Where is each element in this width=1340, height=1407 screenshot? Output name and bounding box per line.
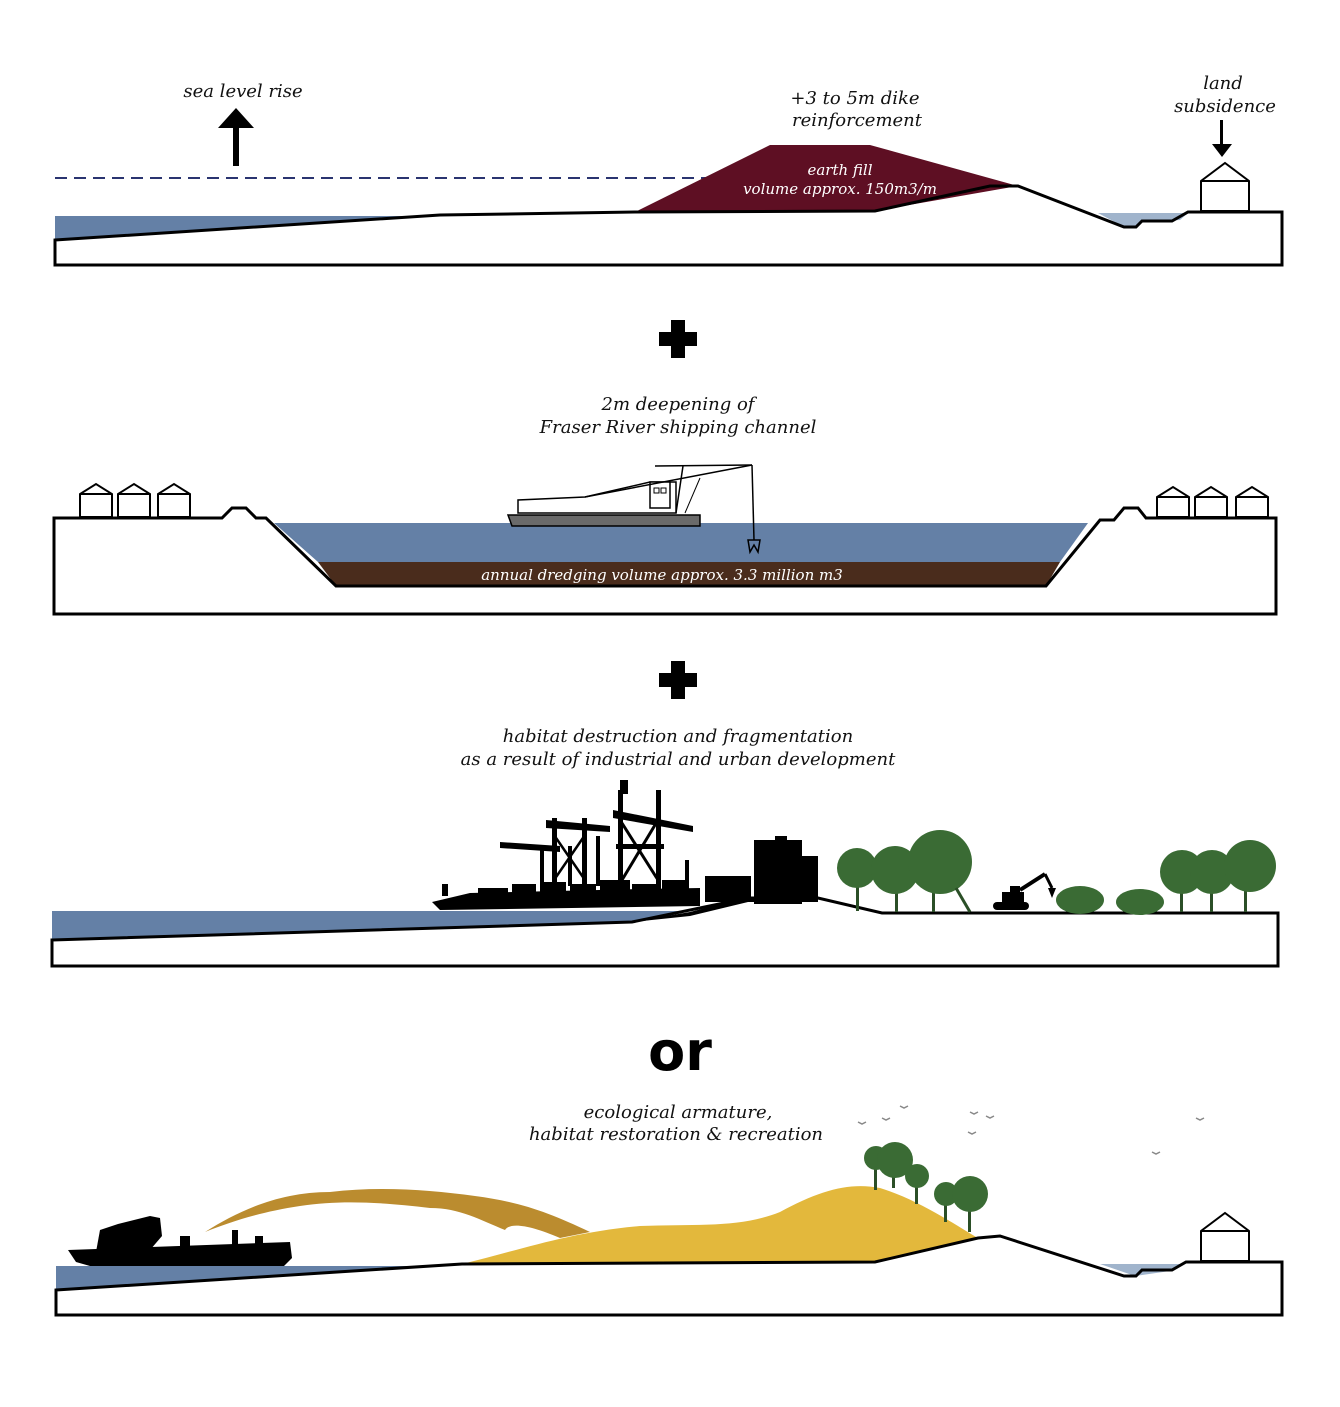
cargo-ship-icon <box>432 836 818 910</box>
house-icon <box>1156 485 1190 518</box>
house-icon <box>157 482 191 518</box>
bird-group <box>857 1105 1205 1155</box>
house-icon <box>1194 485 1228 518</box>
house-row-right <box>1156 485 1269 518</box>
tree-icon <box>877 1142 913 1188</box>
channel-water <box>274 523 1088 562</box>
tree-icon <box>1190 850 1234 912</box>
panel-3-habitat-destruction: habitat destruction and fragmentation as… <box>50 726 1280 968</box>
bird-icon <box>881 1117 891 1121</box>
sea-water-3 <box>52 911 690 940</box>
bird-icon <box>969 1111 979 1115</box>
plus-symbol-2 <box>659 661 697 699</box>
ecology-title-line2: habitat restoration & recreation <box>529 1124 823 1145</box>
earth-fill-volume-label: volume approx. 150m3/m <box>743 180 937 198</box>
dike-label-line1: +3 to 5m dike <box>790 88 919 109</box>
panel-1-dike-reinforcement: sea level rise +3 to 5m dike reinforceme… <box>53 73 1284 267</box>
tree-icon <box>1116 889 1164 915</box>
habitat-title-line2: as a result of industrial and urban deve… <box>461 749 896 770</box>
channel-ground-section <box>52 506 1278 616</box>
house-icon <box>117 482 151 518</box>
tree-icon <box>905 1164 929 1204</box>
dredging-sediment <box>318 562 1060 586</box>
tree-icon <box>1224 840 1276 912</box>
land-label: land <box>1203 73 1243 94</box>
tree-icon <box>871 846 919 912</box>
tree-icon <box>934 1182 958 1222</box>
or-label: or <box>648 1020 712 1083</box>
dike-label-line2: reinforcement <box>792 110 923 131</box>
house-icon <box>1200 161 1250 212</box>
ground-section-4 <box>54 1234 1284 1317</box>
bird-icon <box>899 1105 909 1109</box>
tree-icon <box>837 848 877 911</box>
sea-level-rise-label: sea level rise <box>183 81 302 102</box>
house-icon <box>1200 1211 1250 1262</box>
house-icon <box>79 482 113 518</box>
habitat-title-line1: habitat destruction and fragmentation <box>503 726 853 747</box>
arrow-up-icon <box>218 108 254 166</box>
ship-icon <box>68 1216 292 1266</box>
channel-title-line1: 2m deepening of <box>601 394 758 415</box>
arrow-down-icon <box>1212 120 1232 157</box>
ecology-title-line1: ecological armature, <box>584 1102 773 1123</box>
shrub-group <box>1056 886 1164 915</box>
tree-icon <box>908 830 972 912</box>
channel-title-line2: Fraser River shipping channel <box>539 417 817 438</box>
dredge-crane-icon <box>506 464 761 555</box>
dredging-volume-label: annual dredging volume approx. 3.3 milli… <box>481 566 843 584</box>
bird-icon <box>985 1115 995 1119</box>
earth-fill-dike <box>635 145 1018 212</box>
earth-fill-label: earth fill <box>807 161 872 179</box>
panel-4-ecological-armature: ecological armature, habitat restoration… <box>54 1102 1284 1317</box>
tree-group-left <box>837 830 972 913</box>
house-row-left <box>79 482 191 518</box>
bird-icon <box>1195 1117 1205 1121</box>
bird-icon <box>1151 1151 1161 1155</box>
bird-icon <box>967 1131 977 1135</box>
tree-group-right <box>1160 840 1276 912</box>
tree-group-4 <box>864 1142 988 1232</box>
plus-symbol-1 <box>659 320 697 358</box>
bird-icon <box>857 1121 867 1125</box>
sand-dune <box>462 1186 978 1264</box>
tree-icon <box>952 1176 988 1232</box>
excavator-icon <box>993 872 1056 910</box>
container-crane-icon <box>500 780 693 890</box>
ground-section-3 <box>50 896 1280 968</box>
tree-icon <box>1056 886 1104 914</box>
panel-2-channel-deepening: 2m deepening of Fraser River shipping ch… <box>52 394 1278 616</box>
ground-section <box>53 184 1284 267</box>
subsidence-label: subsidence <box>1174 96 1276 117</box>
house-icon <box>1235 485 1269 518</box>
quay-wall <box>632 897 818 922</box>
sand-spray <box>205 1189 590 1238</box>
